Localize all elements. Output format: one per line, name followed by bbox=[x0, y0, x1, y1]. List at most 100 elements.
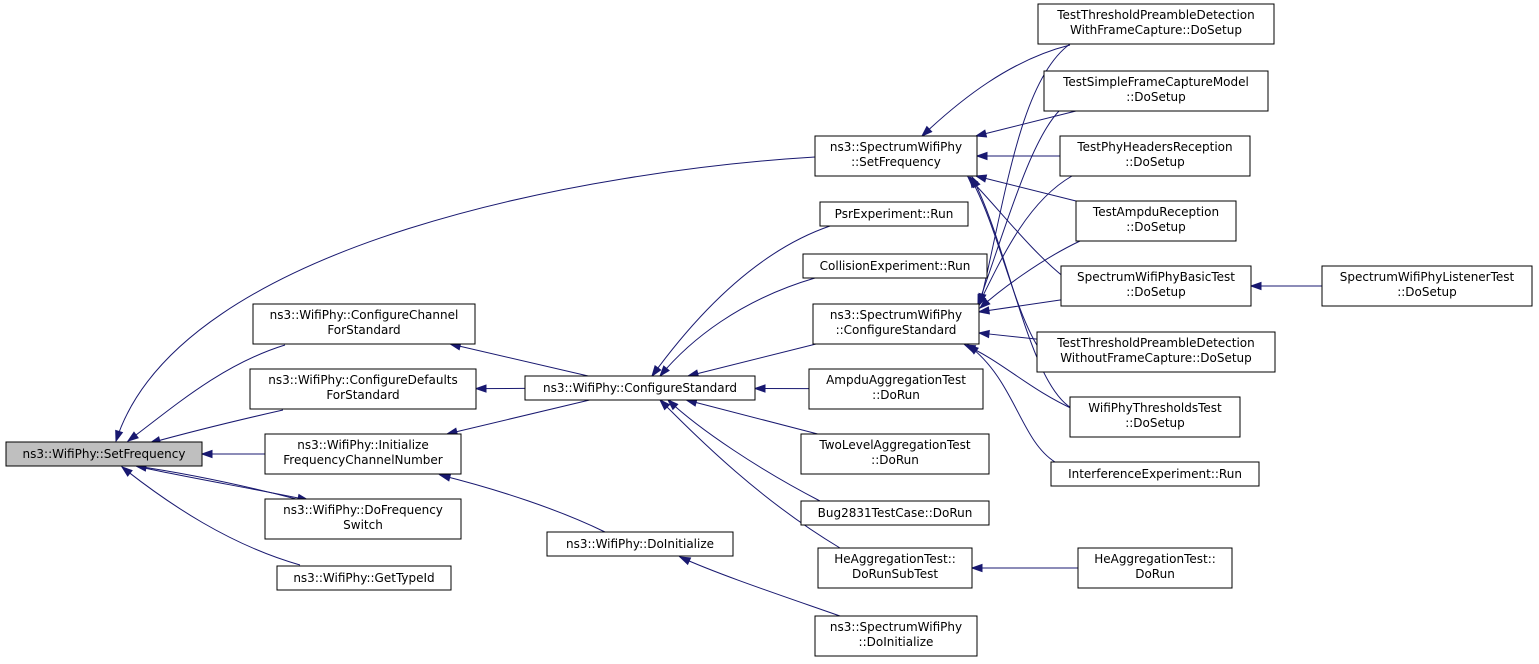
node-box bbox=[1075, 200, 1237, 242]
edge-arrowhead bbox=[658, 398, 671, 411]
node-box bbox=[1077, 547, 1233, 589]
node-label: FrequencyChannelNumber bbox=[283, 453, 443, 467]
node-testampdureception-dosetup[interactable]: TestAmpduReception::DoSetup bbox=[1075, 200, 1237, 242]
edge-n9-to-n7 bbox=[651, 225, 831, 378]
edge-line bbox=[659, 399, 841, 549]
node-label: ::DoSetup bbox=[1125, 416, 1185, 430]
node-spectrumwifiphybasictest-dosetup[interactable]: SpectrumWifiPhyBasicTest::DoSetup bbox=[1060, 265, 1252, 307]
node-label: ns3::WifiPhy::DoFrequency bbox=[283, 503, 443, 517]
node-wifiphy-configurechannelforstandard[interactable]: ns3::WifiPhy::ConfigureChannelForStandar… bbox=[252, 303, 476, 345]
edge-arrowhead bbox=[666, 398, 679, 411]
edge-n2-to-n0 bbox=[126, 344, 286, 442]
node-label: ns3::WifiPhy::GetTypeId bbox=[293, 571, 434, 585]
edge-arrowhead bbox=[126, 431, 139, 442]
edge-n10-to-n7 bbox=[659, 277, 816, 378]
node-box bbox=[800, 433, 990, 475]
node-label: AmpduAggregationTest bbox=[826, 373, 966, 387]
edge-n8-to-n4 bbox=[438, 473, 606, 533]
edge-n7-to-n4 bbox=[445, 399, 590, 436]
node-label: DoRunSubTest bbox=[852, 567, 938, 581]
node-ampduaggregationtest-dorun[interactable]: AmpduAggregationTest::DoRun bbox=[808, 368, 984, 410]
node-spectrumwifiphy-setfrequency[interactable]: ns3::SpectrumWifiPhy::SetFrequency bbox=[814, 135, 978, 177]
node-wifiphy-initializefrequencychannelnumber[interactable]: ns3::WifiPhy::InitializeFrequencyChannel… bbox=[264, 433, 462, 475]
edge-line bbox=[977, 109, 1061, 306]
node-label: TestAmpduReception bbox=[1092, 205, 1219, 219]
node-label: HeAggregationTest:: bbox=[1094, 552, 1216, 566]
node-spectrumwifiphy-configurestandard[interactable]: ns3::SpectrumWifiPhy::ConfigureStandard bbox=[812, 303, 980, 345]
node-label: ::DoSetup bbox=[1125, 155, 1185, 169]
node-label: HeAggregationTest:: bbox=[834, 552, 956, 566]
node-label: WithFrameCapture::DoSetup bbox=[1070, 23, 1242, 37]
node-label: ForStandard bbox=[326, 388, 399, 402]
node-label: WithoutFrameCapture::DoSetup bbox=[1060, 351, 1252, 365]
node-label: DoRun bbox=[1135, 567, 1175, 581]
node-label: ::ConfigureStandard bbox=[836, 323, 957, 337]
node-label: ns3::WifiPhy::ConfigureChannel bbox=[270, 308, 459, 322]
edge-line bbox=[686, 399, 818, 435]
node-testphyheadersreception-dosetup[interactable]: TestPhyHeadersReception::DoSetup bbox=[1059, 135, 1251, 177]
node-box bbox=[1059, 135, 1251, 177]
node-label: TestPhyHeadersReception bbox=[1076, 140, 1232, 154]
node-bug2831testcase-dorun[interactable]: Bug2831TestCase::DoRun bbox=[800, 500, 990, 526]
node-twolevelaggregationtest-dorun[interactable]: TwoLevelAggregationTest::DoRun bbox=[800, 433, 990, 475]
node-testsimpleframecapturemodel-dosetup[interactable]: TestSimpleFrameCaptureModel::DoSetup bbox=[1043, 70, 1269, 112]
node-testthresholdpreambledetection-withoutframecapture[interactable]: TestThresholdPreambleDetectionWithoutFra… bbox=[1036, 331, 1276, 373]
node-label: PsrExperiment::Run bbox=[835, 207, 954, 221]
edge-line bbox=[975, 175, 1077, 202]
node-box bbox=[800, 500, 990, 526]
edge-line bbox=[967, 344, 1056, 463]
node-spectrumwifiphylistenertest-dosetup[interactable]: SpectrumWifiPhyListenerTest::DoSetup bbox=[1321, 265, 1533, 307]
node-box bbox=[819, 201, 969, 227]
node-label: ::DoInitialize bbox=[859, 635, 934, 649]
edge-arrowhead bbox=[970, 563, 983, 573]
node-collisionexperiment-run[interactable]: CollisionExperiment::Run bbox=[802, 253, 988, 279]
node-box bbox=[1036, 331, 1276, 373]
node-box bbox=[812, 303, 980, 345]
node-label: TwoLevelAggregationTest bbox=[818, 438, 971, 452]
node-box bbox=[276, 565, 452, 591]
node-interferenceexperiment-run[interactable]: InterferenceExperiment::Run bbox=[1050, 461, 1260, 487]
node-box bbox=[1060, 265, 1252, 307]
edge-arrowhead bbox=[977, 306, 990, 315]
edge-line bbox=[450, 343, 589, 377]
edge-arrowhead bbox=[920, 125, 933, 138]
node-box bbox=[249, 368, 477, 410]
edge-n19-to-n11 bbox=[977, 175, 1073, 308]
edge-n12-to-n7 bbox=[753, 384, 810, 393]
node-testthresholdpreambledetection-withframecapture[interactable]: TestThresholdPreambleDetectionWithFrameC… bbox=[1037, 3, 1275, 45]
node-wifiphythresholdstest-dosetup[interactable]: WifiPhyThresholdsTest::DoSetup bbox=[1069, 396, 1241, 438]
edge-line bbox=[121, 466, 301, 566]
edge-n18-to-n1 bbox=[974, 110, 1077, 138]
node-label: ns3::WifiPhy::SetFrequency bbox=[23, 447, 186, 461]
edge-line bbox=[978, 299, 1062, 313]
edge-arrowhead bbox=[651, 365, 662, 378]
edge-n1-to-n0 bbox=[115, 156, 816, 443]
edge-line bbox=[975, 110, 1077, 137]
node-psrexperiment-run[interactable]: PsrExperiment::Run bbox=[819, 201, 969, 227]
node-heaggregationtest-dorunsubtest[interactable]: HeAggregationTest::DoRunSubTest bbox=[817, 547, 973, 589]
edge-line bbox=[659, 277, 816, 377]
node-heaggregationtest-dorun[interactable]: HeAggregationTest::DoRun bbox=[1077, 547, 1233, 589]
node-wifiphy-configurestandard[interactable]: ns3::WifiPhy::ConfigureStandard bbox=[524, 375, 756, 401]
node-label: TestThresholdPreambleDetection bbox=[1056, 336, 1255, 350]
edge-arrowhead bbox=[977, 329, 990, 339]
node-wifiphy-configuredefaultsforstandard[interactable]: ns3::WifiPhy::ConfigureDefaultsForStanda… bbox=[249, 368, 477, 410]
edge-arrowhead bbox=[438, 473, 452, 482]
edge-arrowhead bbox=[977, 294, 987, 308]
edge-n26-to-n21 bbox=[1249, 281, 1322, 291]
edge-arrowhead bbox=[753, 384, 766, 393]
edge-n23-to-n1 bbox=[971, 175, 1076, 411]
node-box bbox=[252, 303, 476, 345]
node-wifiphy-doinitialize[interactable]: ns3::WifiPhy::DoInitialize bbox=[546, 531, 734, 557]
node-wifiphy-gettypeid[interactable]: ns3::WifiPhy::GetTypeId bbox=[276, 565, 452, 591]
edge-n3-to-n0 bbox=[148, 409, 284, 445]
edge-line bbox=[679, 556, 841, 617]
edge-line bbox=[115, 156, 816, 442]
node-box bbox=[817, 547, 973, 589]
node-wifiphy-setfrequency: ns3::WifiPhy::SetFrequency bbox=[5, 441, 203, 467]
edge-n22-to-n11 bbox=[977, 329, 1038, 340]
edge-line bbox=[687, 343, 817, 377]
node-spectrumwifiphy-doinitialize[interactable]: ns3::SpectrumWifiPhy::DoInitialize bbox=[814, 615, 978, 657]
